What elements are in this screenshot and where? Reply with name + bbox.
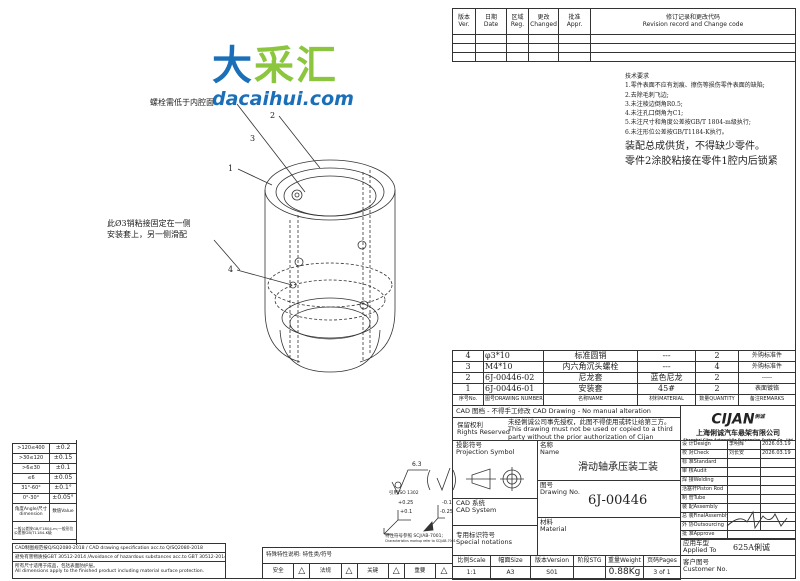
tolerance-row: ≤6±0.05 xyxy=(12,473,77,484)
technical-requirements: 技术要求 1.零件表面不应有划痕、擦伤等损伤零件表面的缺陷; 2.去除毛刺飞边;… xyxy=(625,72,795,169)
balloon-1: 1 xyxy=(228,164,234,173)
frame-right xyxy=(795,8,796,579)
warning-triangle-icon: △ xyxy=(389,564,405,578)
applied-to-value: 625A俐诚 xyxy=(733,543,771,552)
tolerance-d: -0.25 xyxy=(440,509,453,515)
tolerance-row: >120≤400±0.2 xyxy=(12,443,77,454)
balloon-3: 3 xyxy=(250,134,256,143)
balloon-4: 4 xyxy=(228,265,234,274)
special-characteristics-title: 特殊特性说明: 特性类/符号 xyxy=(262,547,453,564)
char-safety: 安全 xyxy=(263,564,295,578)
tech-req-item: 3.未注棱边倒角R0.5; xyxy=(625,100,683,108)
watermark-cn: 大 xyxy=(212,43,254,89)
signature-row: 活塞杆Piston Rod xyxy=(680,485,796,495)
char-key: 关键 xyxy=(358,564,389,578)
tolerance-frame-line xyxy=(76,440,77,545)
signature-row: 标 准Standard xyxy=(680,458,796,468)
tolerance-lower: +0.1 xyxy=(400,509,413,515)
watermark-url: dacaihui.com xyxy=(212,88,354,110)
char-important: 重要 xyxy=(405,564,436,578)
roughness-reference: 引用ISO 1302 xyxy=(389,491,419,496)
signature-row: 制 管Tube xyxy=(680,494,796,504)
company-logo-block: CIJAN俐诚 上海俐诚汽车悬架有限公司 Shanghai Cijan Auto… xyxy=(680,405,796,442)
tolerance-upper: +0.25 xyxy=(398,500,414,506)
watermark-logo: 大采汇 dacaihui.com xyxy=(212,43,354,110)
tolerance-row: 0°-30°±0.05° xyxy=(12,493,77,504)
roughness-value: 6.3 xyxy=(412,461,422,468)
characteristics-cn: 特性符号参照 SCJ/AB-7001; xyxy=(385,534,444,539)
warning-triangle-icon: △ xyxy=(342,564,358,578)
tolerance-row: >6≤30±0.1 xyxy=(12,463,77,474)
tech-req-note: 装配总成供货，不得缺少零件。 xyxy=(625,141,765,153)
tech-req-item: 1.零件表面不应有划痕、擦伤等损伤零件表面的缺陷; xyxy=(625,82,765,90)
footer-notes: CAD制图规范按Q/SQ2080-2018 / CAD drawing spec… xyxy=(12,543,226,579)
general-tolerance-table: >120≤400±0.2 >30≤120±0.15 >6≤30±0.1 ≤6±0… xyxy=(12,443,77,540)
tolerance-c: -0.1 xyxy=(442,500,452,506)
tech-req-item: 2.去除毛刺飞边; xyxy=(625,91,669,99)
tech-req-note: 零件2涂胶粘接在零件1腔内后锁紧 xyxy=(625,156,778,168)
char-regulation: 法规 xyxy=(310,564,342,578)
company-name-cn: 上海俐诚汽车悬架有限公司 xyxy=(696,428,780,437)
rev-row xyxy=(452,52,796,62)
handwritten-signature xyxy=(726,510,788,530)
signature-row: 批 准Approve xyxy=(680,530,796,540)
signature-row: 焊 接Welding xyxy=(680,476,796,486)
special-characteristics-row: 安全 △ 法规 △ 关键 △ 重要 △ xyxy=(262,563,453,579)
characteristics-en: Characteristics markup refer to SCJ/AB-7… xyxy=(385,539,456,543)
annotation-pin: 此Ø3销粘接固定在一侧安装套上，另一侧滑配 xyxy=(107,219,191,240)
warning-triangle-icon: △ xyxy=(440,566,448,576)
tech-req-item: 4.未注孔口倒角为C1; xyxy=(625,110,684,118)
tech-req-item: 6.未注形位公差按GB/T1184-K执行。 xyxy=(625,128,728,136)
part-name: 滑动轴承压装工装 xyxy=(578,462,658,473)
tolerance-row: 31°-60°±0.1° xyxy=(12,483,77,494)
signature-row: 审 核Audit xyxy=(680,467,796,477)
tech-req-item: 5.未注尺寸和角度公差按GB/T 1804-m级执行; xyxy=(625,119,751,127)
company-logo: CIJAN俐诚 xyxy=(711,411,765,428)
drawing-number: 6J-00446 xyxy=(588,493,648,508)
company-name-en: Shanghai Cijan Automobile Suspension Sys… xyxy=(683,437,793,442)
balloon-2: 2 xyxy=(270,111,276,120)
tolerance-row: >30≤120±0.15 xyxy=(12,453,77,464)
warning-triangle-icon: △ xyxy=(294,564,311,578)
tech-req-title: 技术要求 xyxy=(625,73,650,80)
annotation-bolt: 螺栓需低于内腔面 xyxy=(150,98,214,107)
